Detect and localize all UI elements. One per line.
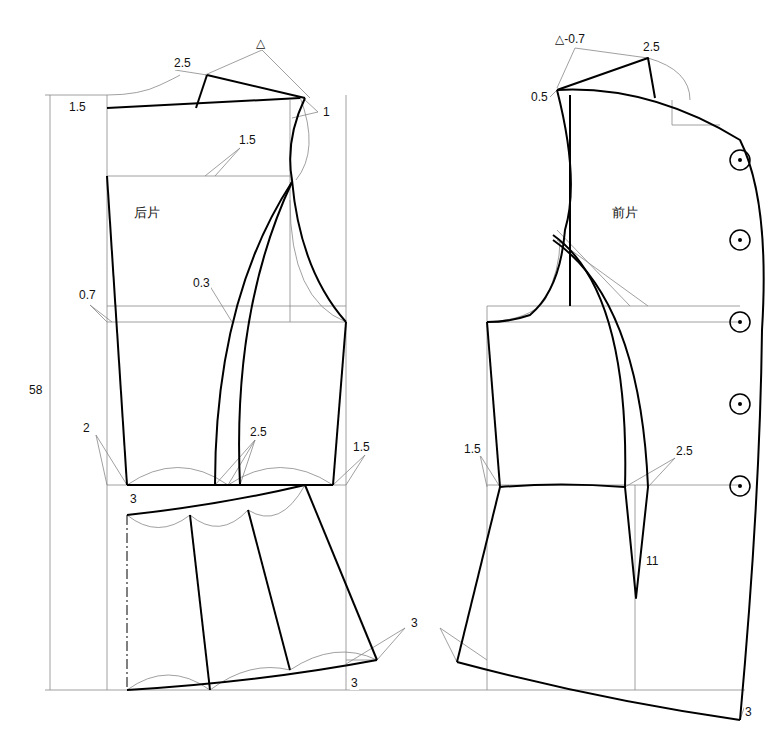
dimension-label: 3 [129,492,138,506]
dimension-label: 11 [645,554,659,568]
dimension-label: 后片 [133,206,161,220]
dimension-label: △ [255,36,266,50]
dimension-label: 3 [744,705,753,719]
dimension-label: 3 [410,616,419,630]
dimension-label: 58 [28,383,43,397]
dimension-label: 2.5 [249,425,268,439]
dimension-label: 2.5 [675,444,694,458]
dimension-label: 2.5 [173,56,192,70]
dimension-label: 3 [350,676,359,690]
dimension-label: 1.5 [68,100,87,114]
dimension-label: 2.5 [642,40,661,54]
dimension-label: 0.3 [192,276,211,290]
dimension-label: 0.5 [530,90,549,104]
dimension-label: 0.7 [78,288,97,302]
dimension-label: 2 [82,421,91,435]
dimension-label: 前片 [611,206,639,220]
dimension-label: 1 [322,105,331,119]
dimension-label: △-0.7 [554,32,586,46]
dimension-label: 1.5 [238,133,257,147]
dimension-label: 1.5 [463,442,482,456]
dimension-label: 1.5 [352,440,371,454]
